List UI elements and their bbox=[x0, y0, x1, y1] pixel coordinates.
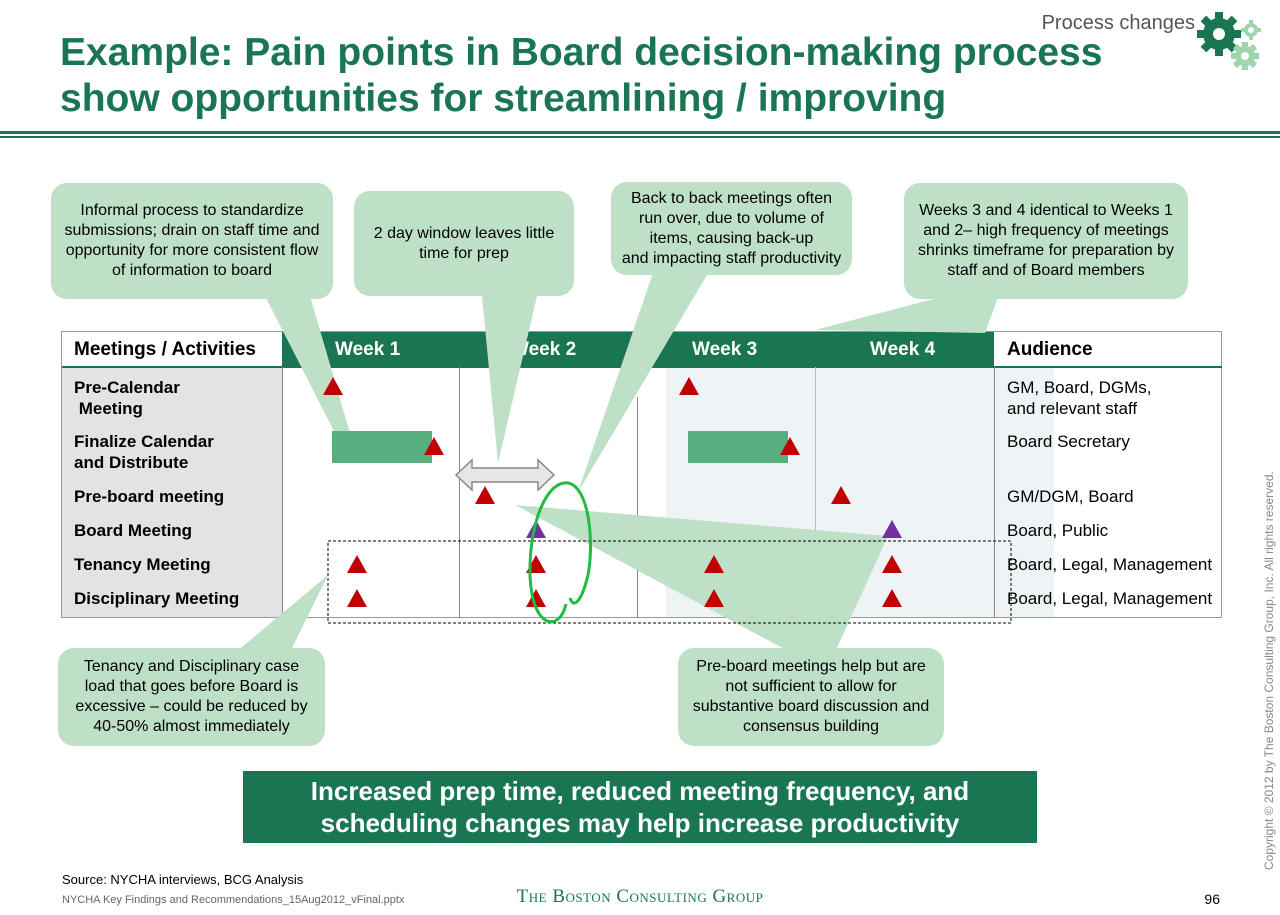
row-label: Board Meeting bbox=[74, 521, 193, 540]
header-activities: Meetings / Activities bbox=[74, 339, 256, 360]
audience-cell: Board, Public bbox=[1007, 521, 1109, 540]
row-label: Pre-Calendar Meeting bbox=[74, 378, 180, 418]
header-week-4: Week 4 bbox=[870, 339, 936, 360]
column-divider bbox=[815, 367, 816, 618]
title-rule bbox=[0, 131, 1280, 134]
conclusion-banner: Increased prep time, reduced meeting fre… bbox=[243, 771, 1037, 843]
audience-cell: Board Secretary bbox=[1007, 432, 1130, 451]
callout-weeks-identical: Weeks 3 and 4 identical to Weeks 1 and 2… bbox=[904, 183, 1188, 299]
callout-pointer bbox=[578, 270, 710, 492]
milestone-triangle bbox=[704, 589, 724, 607]
milestone-triangle bbox=[882, 555, 902, 573]
callout-pointer bbox=[265, 296, 350, 433]
callout-two-day-window: 2 day window leaves little time for prep bbox=[354, 191, 574, 296]
board-meeting-triangle bbox=[882, 520, 902, 538]
header-audience: Audience bbox=[1007, 339, 1093, 360]
row-label: Finalize Calendar and Distribute bbox=[74, 432, 214, 472]
milestone-triangle bbox=[831, 486, 851, 504]
row-label: Tenancy Meeting bbox=[74, 555, 211, 574]
highlight-circle bbox=[528, 481, 593, 624]
board-meeting-triangle bbox=[526, 520, 546, 538]
column-divider bbox=[994, 367, 995, 618]
callout-back-to-back: Back to back meetings often run over, du… bbox=[611, 182, 852, 275]
calendar-bar-week1 bbox=[332, 431, 432, 463]
column-divider bbox=[637, 397, 638, 618]
milestone-triangle bbox=[704, 555, 724, 573]
audience-cell: Board, Legal, Management bbox=[1007, 555, 1213, 574]
title-line: Example: Pain points in Board decision-m… bbox=[60, 31, 1103, 74]
milestone-triangle bbox=[526, 589, 546, 607]
audience-cell: Board, Legal, Management bbox=[1007, 589, 1213, 608]
row-label: Pre-board meeting bbox=[74, 487, 225, 506]
milestone-triangle bbox=[347, 589, 367, 607]
milestone-triangle bbox=[780, 437, 800, 455]
bcg-logo: The Boston Consulting Group bbox=[516, 886, 764, 907]
audience-cell: GM/DGM, Board bbox=[1007, 487, 1134, 506]
section-label: Process changes bbox=[1041, 12, 1195, 34]
title-line: show opportunities for streamlining / im… bbox=[60, 77, 947, 120]
page-title: Example: Pain points in Board decision-m… bbox=[60, 30, 1180, 122]
callout-tenancy-load: Tenancy and Disciplinary case load that … bbox=[58, 648, 325, 746]
file-name: NYCHA Key Findings and Recommendations_1… bbox=[62, 894, 405, 906]
header-week-1: Week 1 bbox=[335, 339, 401, 360]
row-label: Disciplinary Meeting bbox=[74, 589, 240, 608]
milestone-triangle bbox=[679, 377, 699, 395]
header-week-2: Week 2 bbox=[511, 339, 577, 360]
calendar-bar-week3 bbox=[688, 431, 788, 463]
callout-preboard: Pre-board meetings help but are not suff… bbox=[678, 648, 944, 746]
audience-cell: GM, Board, DGMs, and relevant staff bbox=[1007, 378, 1152, 418]
header-week-3: Week 3 bbox=[692, 339, 758, 360]
milestone-triangle bbox=[424, 437, 444, 455]
milestone-triangle bbox=[882, 589, 902, 607]
tenancy-disciplinary-box bbox=[327, 540, 1012, 624]
milestone-triangle bbox=[475, 486, 495, 504]
column-divider bbox=[459, 367, 460, 618]
callout-pointer bbox=[815, 292, 1000, 333]
callout-informal-process: Informal process to standardize submissi… bbox=[51, 183, 333, 299]
column-divider bbox=[282, 367, 283, 618]
callout-pointer bbox=[515, 505, 888, 652]
page-number: 96 bbox=[1204, 891, 1220, 907]
activities-column-shade bbox=[62, 367, 282, 618]
copyright-note: Copyright © 2012 by The Boston Consultin… bbox=[1262, 471, 1276, 870]
double-arrow-icon bbox=[454, 458, 556, 492]
milestone-triangle bbox=[347, 555, 367, 573]
milestone-triangle bbox=[323, 377, 343, 395]
callout-pointer bbox=[482, 296, 537, 463]
title-rule bbox=[0, 136, 1280, 138]
source-note: Source: NYCHA interviews, BCG Analysis bbox=[62, 872, 304, 887]
gears-icon bbox=[1197, 12, 1261, 70]
callout-pointer bbox=[236, 575, 328, 652]
